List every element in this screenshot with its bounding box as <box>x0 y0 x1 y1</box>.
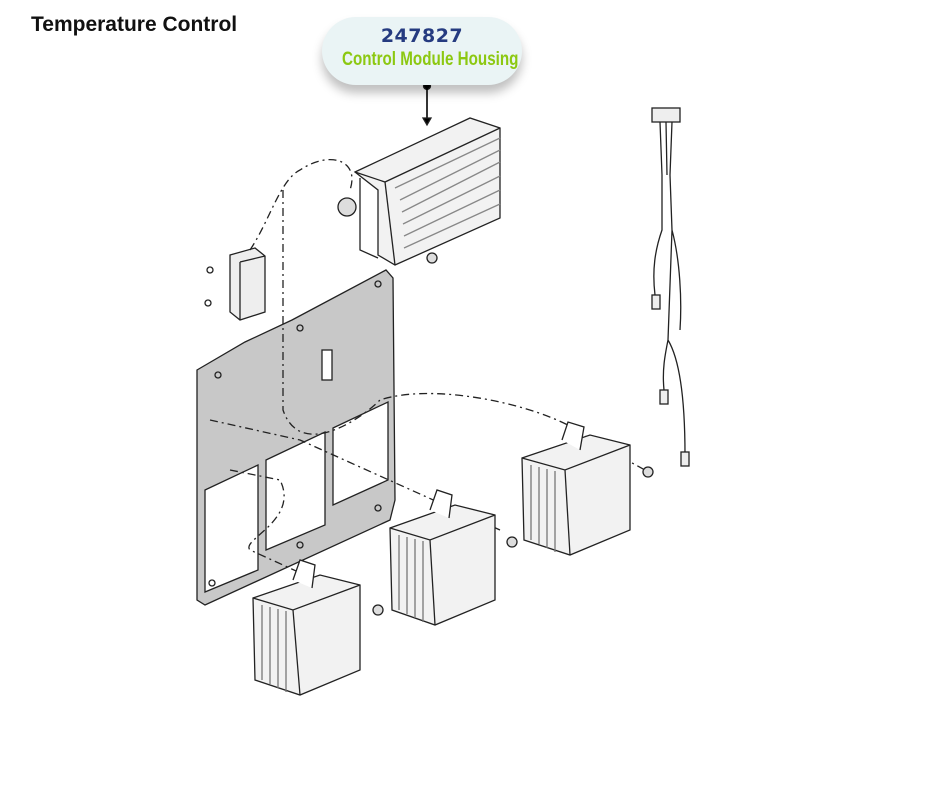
part-callout: 247827 Control Module Housing <box>322 17 522 85</box>
heatsink-1 <box>252 559 384 696</box>
heatsink-3 <box>521 421 654 556</box>
control-module-housing <box>337 117 501 266</box>
heatsink-2 <box>389 489 518 626</box>
mounting-plate <box>196 269 396 606</box>
bracket <box>204 247 266 321</box>
part-name: Control Module Housing <box>342 49 519 70</box>
page-title: Temperature Control <box>31 13 238 36</box>
part-number: 247827 <box>380 25 464 47</box>
wire-harness <box>651 107 690 467</box>
